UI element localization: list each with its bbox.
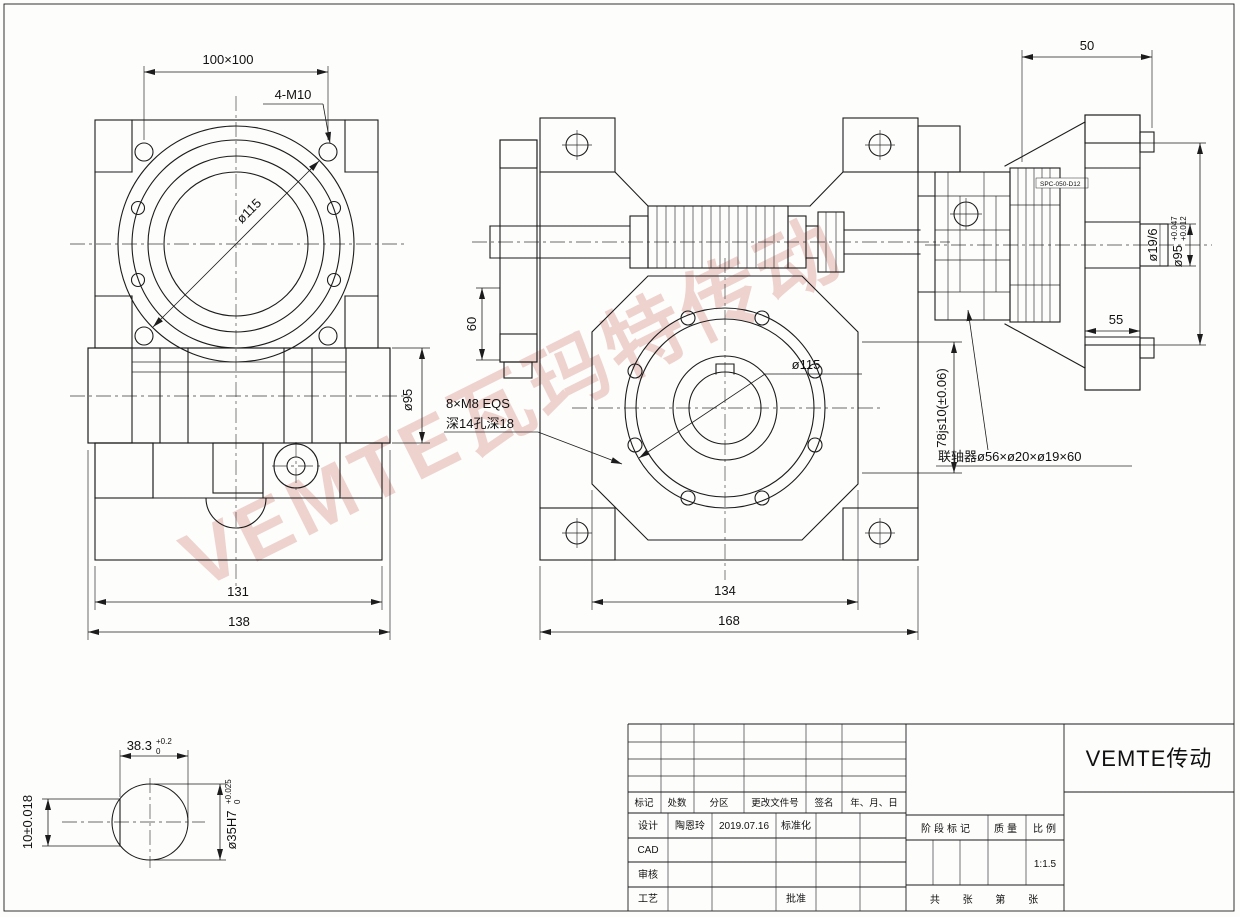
- input-view: SPC-050-D12 50 55: [917, 38, 1212, 467]
- side-input-shaft: [489, 205, 921, 273]
- front-flange-plate: [94, 119, 379, 363]
- input-coupling-housing: SPC-050-D12: [917, 121, 1089, 369]
- dim-keyway-label: 10±0.018: [20, 795, 35, 849]
- dim-dia95-tol-upper: +0.047: [1170, 216, 1179, 241]
- side-dim-168: 168: [539, 566, 919, 640]
- title-block: 标记 处数 分区 更改文件号 签名 年、月、日 设计 陶恩玲 2019.07.1…: [627, 723, 1234, 911]
- stage-mark-label: 阶段标记: [921, 822, 973, 835]
- side-body: [539, 117, 919, 561]
- row-process-label: 工艺: [638, 893, 658, 905]
- row-standardization-label: 标准化: [781, 819, 811, 832]
- dim-55-label: 55: [1109, 312, 1123, 327]
- row-review-label: 审核: [638, 868, 658, 881]
- front-view: 100×100 4-M10 ø115 ø95 131: [70, 52, 430, 640]
- front-callout-4-m10: 4-M10: [263, 87, 332, 144]
- side-callout-8xm8: 8×M8 EQS 深14孔深18: [444, 396, 623, 465]
- header-signature: 签名: [814, 797, 833, 809]
- dim-dia95-tol-lower: +0.012: [1179, 216, 1188, 241]
- front-dim-131: 131: [94, 566, 383, 610]
- dim-131-label: 131: [227, 584, 249, 599]
- coupling-code-label: SPC-050-D12: [1040, 181, 1081, 188]
- designer-name: 陶恩玲: [675, 819, 705, 832]
- side-dim-dia115: ø115: [638, 357, 862, 459]
- side-ear-bolts: [562, 130, 895, 548]
- coupling-callout-label: 联轴器ø56×ø20×ø19×60: [938, 449, 1081, 464]
- dim-dia35-tol-upper: +0.025: [224, 779, 233, 804]
- input-motor-flange: [1084, 114, 1169, 391]
- side-dim-60: 60: [464, 287, 500, 361]
- dim-38-3-label: 38.3: [127, 738, 152, 753]
- dim-dia115-label: ø115: [233, 195, 264, 226]
- header-mark: 标记: [634, 797, 654, 809]
- design-date: 2019.07.16: [719, 821, 769, 832]
- dim-100x100-label: 100×100: [203, 52, 254, 67]
- dim-dia95-label: ø95: [400, 389, 415, 411]
- callout-8xm8-line1: 8×M8 EQS: [446, 396, 510, 411]
- dim-dia35-label: ø35H7: [224, 810, 239, 849]
- scale-value: 1:1.5: [1034, 859, 1057, 870]
- input-dim-50: 50: [1021, 38, 1153, 162]
- side-view: ø115 8×M8 EQS 深14孔深18 60 78js10(±0.06) 1…: [444, 117, 962, 640]
- shaft-detail-view: 38.3 +0.2 0 10±0.018 ø35H7 +0.025 0: [20, 737, 242, 868]
- dim-50-label: 50: [1080, 38, 1094, 53]
- dim-38-3-tol-upper: +0.2: [156, 737, 172, 746]
- brand-title: VEMTE传动: [1086, 746, 1213, 771]
- dim-168-label: 168: [718, 613, 740, 628]
- input-dim-55: 55: [1085, 312, 1140, 334]
- dim-dia35-tol-lower: 0: [233, 799, 242, 804]
- page-border: [3, 3, 1235, 912]
- input-dim-dia19: ø19/6: [1145, 223, 1196, 267]
- weight-label: 质量: [994, 823, 1020, 835]
- front-dim-138: 138: [87, 450, 391, 640]
- detail-dim-38-3: 38.3 +0.2 0: [119, 737, 189, 818]
- dim-dia95-label: ø95: [1170, 245, 1185, 267]
- side-input-flange: [499, 139, 538, 379]
- detail-dim-keyway: 10±0.018: [20, 795, 120, 849]
- callout-8xm8-line2: 深14孔深18: [446, 416, 514, 431]
- header-zone: 分区: [709, 798, 729, 809]
- front-lower-housing: [94, 442, 383, 561]
- row-approve-label: 批准: [786, 892, 806, 905]
- header-doc-no: 更改文件号: [751, 797, 799, 809]
- side-dia115-label: ø115: [792, 357, 821, 372]
- watermark-text: VEMTE瓦玛特传动: [168, 202, 857, 605]
- row-design-label: 设计: [638, 819, 658, 832]
- detail-dim-dia35: ø35H7 +0.025 0: [154, 779, 242, 861]
- dim-38-3-tol-lower: 0: [156, 747, 161, 756]
- sheet-info: 共 张 第 张: [930, 893, 1040, 906]
- side-output-plate: [591, 275, 859, 541]
- row-cad-label: CAD: [637, 845, 658, 856]
- dim-134-label: 134: [714, 583, 736, 598]
- callout-4-m10-label: 4-M10: [275, 87, 312, 102]
- header-count: 处数: [667, 797, 687, 809]
- front-dim-dia95: ø95: [392, 347, 430, 444]
- dim-138-label: 138: [228, 614, 250, 629]
- dim-60-label: 60: [464, 317, 479, 331]
- side-dim-134: 134: [591, 490, 859, 610]
- scale-label: 比例: [1033, 822, 1059, 835]
- dim-dia19-label: ø19/6: [1145, 228, 1160, 261]
- front-dim-100x100: 100×100: [143, 52, 329, 140]
- input-callout-coupling: 联轴器ø56×ø20×ø19×60: [936, 309, 1132, 467]
- header-date: 年、月、日: [850, 797, 898, 809]
- front-mid-housing: [87, 347, 391, 444]
- input-dim-dia95: ø95 +0.047 +0.012: [1140, 142, 1206, 346]
- dim-78js10-label: 78js10(±0.06): [934, 368, 949, 447]
- side-dim-78js10: 78js10(±0.06): [862, 341, 962, 474]
